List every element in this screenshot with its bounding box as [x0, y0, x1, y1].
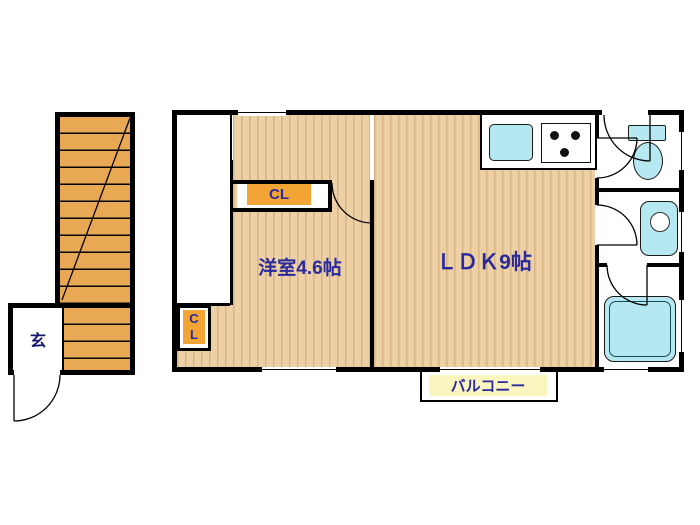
entrance-divider	[62, 308, 64, 370]
utility-wall-seg2	[595, 178, 599, 205]
utility-wall-seg1	[595, 115, 599, 138]
staircase-lower-landing	[63, 308, 130, 370]
western-room-floor	[233, 115, 370, 367]
bathroom-bottom-window	[604, 367, 648, 373]
closet-bottom-wall	[233, 208, 332, 212]
bath-divider-wall-a	[599, 263, 607, 267]
bathtub-inner-line	[609, 301, 671, 357]
bath-divider-wall-b	[647, 263, 679, 267]
utility-wall-seg3	[595, 245, 599, 367]
entrance-label: 玄	[29, 333, 46, 350]
kitchen-sink-icon	[489, 124, 533, 161]
balcony-window	[440, 367, 540, 373]
balcony-label: バルコニー	[429, 375, 547, 396]
stove-burner-icon	[560, 148, 569, 157]
western-room-label: 洋室4.6帖	[258, 257, 342, 279]
toilet-divider-wall	[599, 188, 679, 192]
understair-closet-label: CL	[183, 310, 205, 344]
front-door-opening	[14, 370, 60, 376]
unit-entrance-opening	[602, 110, 648, 116]
washbasin-bowl-icon	[650, 212, 670, 232]
bedroom-window	[262, 367, 336, 373]
staircase	[55, 112, 135, 308]
front-door-arc	[13, 374, 61, 422]
stair-edge-line	[230, 115, 232, 163]
stove-icon	[541, 123, 591, 163]
closet-label: CL	[247, 184, 311, 205]
toilet-window	[679, 132, 685, 170]
washroom-window	[679, 212, 685, 252]
stove-burner-icon	[571, 131, 580, 140]
ldk-label: ＬＤＫ9帖	[436, 251, 532, 274]
stove-burner-icon	[550, 131, 559, 140]
toilet-tank-icon	[628, 125, 666, 141]
stair-wall	[230, 160, 233, 305]
interior-staircase	[177, 115, 230, 305]
closet-top-wall	[233, 180, 332, 184]
closet-right-wall	[328, 180, 332, 212]
toilet-bowl-icon	[633, 142, 663, 180]
bathroom-window	[679, 300, 685, 352]
stair-bottom-wall	[177, 303, 230, 306]
hall-window	[238, 110, 286, 116]
ldk-partition-wall	[370, 180, 374, 367]
